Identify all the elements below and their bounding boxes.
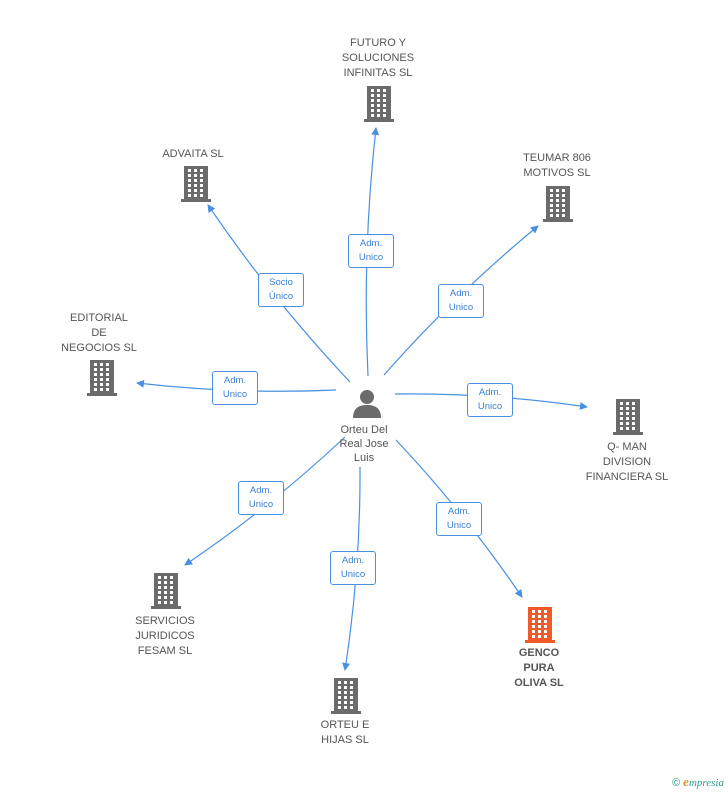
footer-brand: ©empresia	[672, 774, 724, 790]
building-icon[interactable]	[151, 573, 181, 609]
company-name-servicios[interactable]: SERVICIOS JURIDICOS FESAM SL	[135, 615, 195, 657]
relation-label-genco: Adm. Unico	[436, 502, 482, 536]
building-icon[interactable]	[613, 399, 643, 435]
relation-label-editorial: Adm. Unico	[212, 371, 258, 405]
relation-label-orteu: Adm. Unico	[330, 551, 376, 585]
copyright-icon: ©	[672, 777, 681, 789]
company-name-teumar[interactable]: TEUMAR 806 MOTIVOS SL	[523, 152, 591, 179]
brand-name: mpresia	[688, 777, 724, 789]
building-icon[interactable]	[181, 166, 211, 202]
company-name-genco[interactable]: GENCO PURA OLIVA SL	[514, 647, 564, 689]
relation-label-futuro: Adm. Unico	[348, 234, 394, 268]
center-person-name[interactable]: Orteu Del Real Jose Luis	[339, 424, 389, 464]
company-name-advaita[interactable]: ADVAITA SL	[162, 148, 224, 160]
relation-label-servicios: Adm. Unico	[238, 481, 284, 515]
building-icon[interactable]	[525, 607, 555, 643]
company-name-editorial[interactable]: EDITORIAL DE NEGOCIOS SL	[61, 312, 137, 354]
brand-initial: e	[683, 774, 689, 789]
building-icon[interactable]	[543, 186, 573, 222]
building-icon[interactable]	[364, 86, 394, 122]
relation-label-qman: Adm. Unico	[467, 383, 513, 417]
relation-label-teumar: Adm. Unico	[438, 284, 484, 318]
relation-label-advaita: Socio Único	[258, 273, 304, 307]
company-name-orteu[interactable]: ORTEU E HIJAS SL	[320, 719, 370, 746]
person-icon[interactable]	[352, 388, 382, 418]
company-name-qman[interactable]: Q- MAN DIVISION FINANCIERA SL	[585, 441, 669, 483]
building-icon[interactable]	[87, 360, 117, 396]
company-name-futuro[interactable]: FUTURO Y SOLUCIONES INFINITAS SL	[341, 37, 415, 79]
building-icon[interactable]	[331, 678, 361, 714]
